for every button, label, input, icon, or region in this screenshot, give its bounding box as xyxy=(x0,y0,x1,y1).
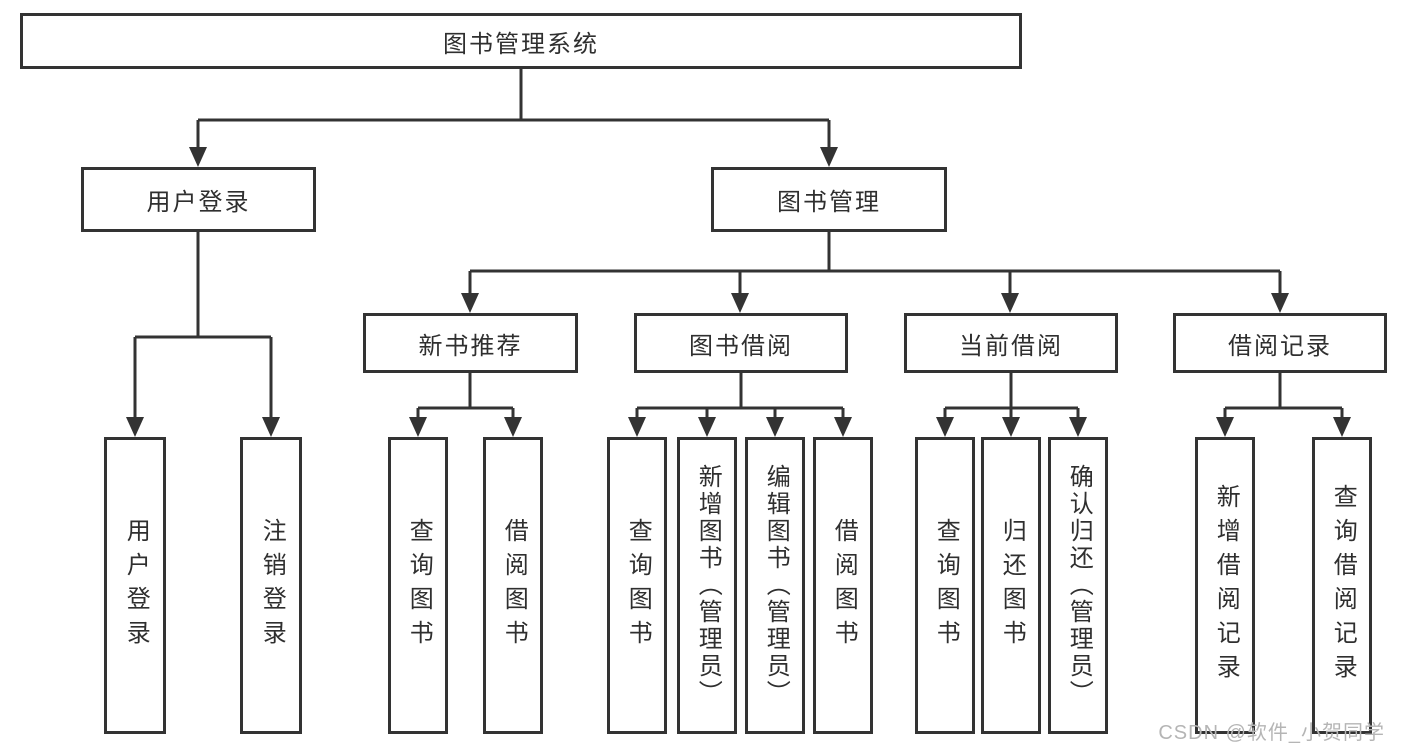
leaf-borrow-add-admin-label: 新增图书（管理员） xyxy=(694,464,722,707)
leaf-user-login-label: 用户登录 xyxy=(122,517,150,654)
leaf-borrow-query: 查询图书 xyxy=(607,437,667,734)
node-book-borrow-label: 图书借阅 xyxy=(689,332,793,360)
node-book-management-label: 图书管理 xyxy=(777,189,881,216)
node-current-borrow-label: 当前借阅 xyxy=(959,332,1063,360)
node-book-borrow: 图书借阅 xyxy=(634,313,848,373)
node-new-book-recommend: 新书推荐 xyxy=(363,313,578,373)
leaf-records-query: 查询借阅记录 xyxy=(1312,437,1372,734)
leaf-user-login: 用户登录 xyxy=(104,437,166,734)
watermark: CSDN @软件_小贺同学 xyxy=(1158,722,1385,744)
node-book-management: 图书管理 xyxy=(711,167,947,232)
leaf-current-confirm-admin: 确认归还（管理员） xyxy=(1048,437,1108,734)
node-user-login-label: 用户登录 xyxy=(146,189,251,216)
leaf-newbooks-borrow: 借阅图书 xyxy=(483,437,543,734)
node-current-borrow: 当前借阅 xyxy=(904,313,1118,373)
node-library-system-label: 图书管理系统 xyxy=(443,30,599,58)
node-new-book-recommend-label: 新书推荐 xyxy=(418,332,523,360)
leaf-borrow-edit-admin: 编辑图书（管理员） xyxy=(745,437,805,734)
leaf-borrow-query-label: 查询图书 xyxy=(624,517,652,654)
node-borrow-records-label: 借阅记录 xyxy=(1228,332,1332,360)
leaf-borrow-book: 借阅图书 xyxy=(813,437,873,734)
leaf-logout: 注销登录 xyxy=(240,437,302,734)
leaf-current-return: 归还图书 xyxy=(981,437,1041,734)
leaf-records-add: 新增借阅记录 xyxy=(1195,437,1255,734)
leaf-current-query-label: 查询图书 xyxy=(932,517,960,654)
leaf-borrow-edit-admin-label: 编辑图书（管理员） xyxy=(762,464,790,707)
arrowheads xyxy=(126,147,1351,437)
leaf-records-add-label: 新增借阅记录 xyxy=(1212,483,1240,688)
leaf-current-confirm-admin-label: 确认归还（管理员） xyxy=(1065,464,1093,707)
leaf-borrow-add-admin: 新增图书（管理员） xyxy=(677,437,737,734)
leaf-current-return-label: 归还图书 xyxy=(998,517,1026,654)
leaf-newbooks-borrow-label: 借阅图书 xyxy=(500,517,528,654)
leaf-newbooks-query: 查询图书 xyxy=(388,437,448,734)
leaf-newbooks-query-label: 查询图书 xyxy=(405,517,433,654)
leaf-current-query: 查询图书 xyxy=(915,437,975,734)
leaf-records-query-label: 查询借阅记录 xyxy=(1329,483,1357,688)
node-library-system: 图书管理系统 xyxy=(20,13,1022,69)
leaf-borrow-book-label: 借阅图书 xyxy=(830,517,858,654)
node-user-login: 用户登录 xyxy=(81,167,316,232)
node-borrow-records: 借阅记录 xyxy=(1173,313,1387,373)
leaf-logout-label: 注销登录 xyxy=(258,517,286,654)
